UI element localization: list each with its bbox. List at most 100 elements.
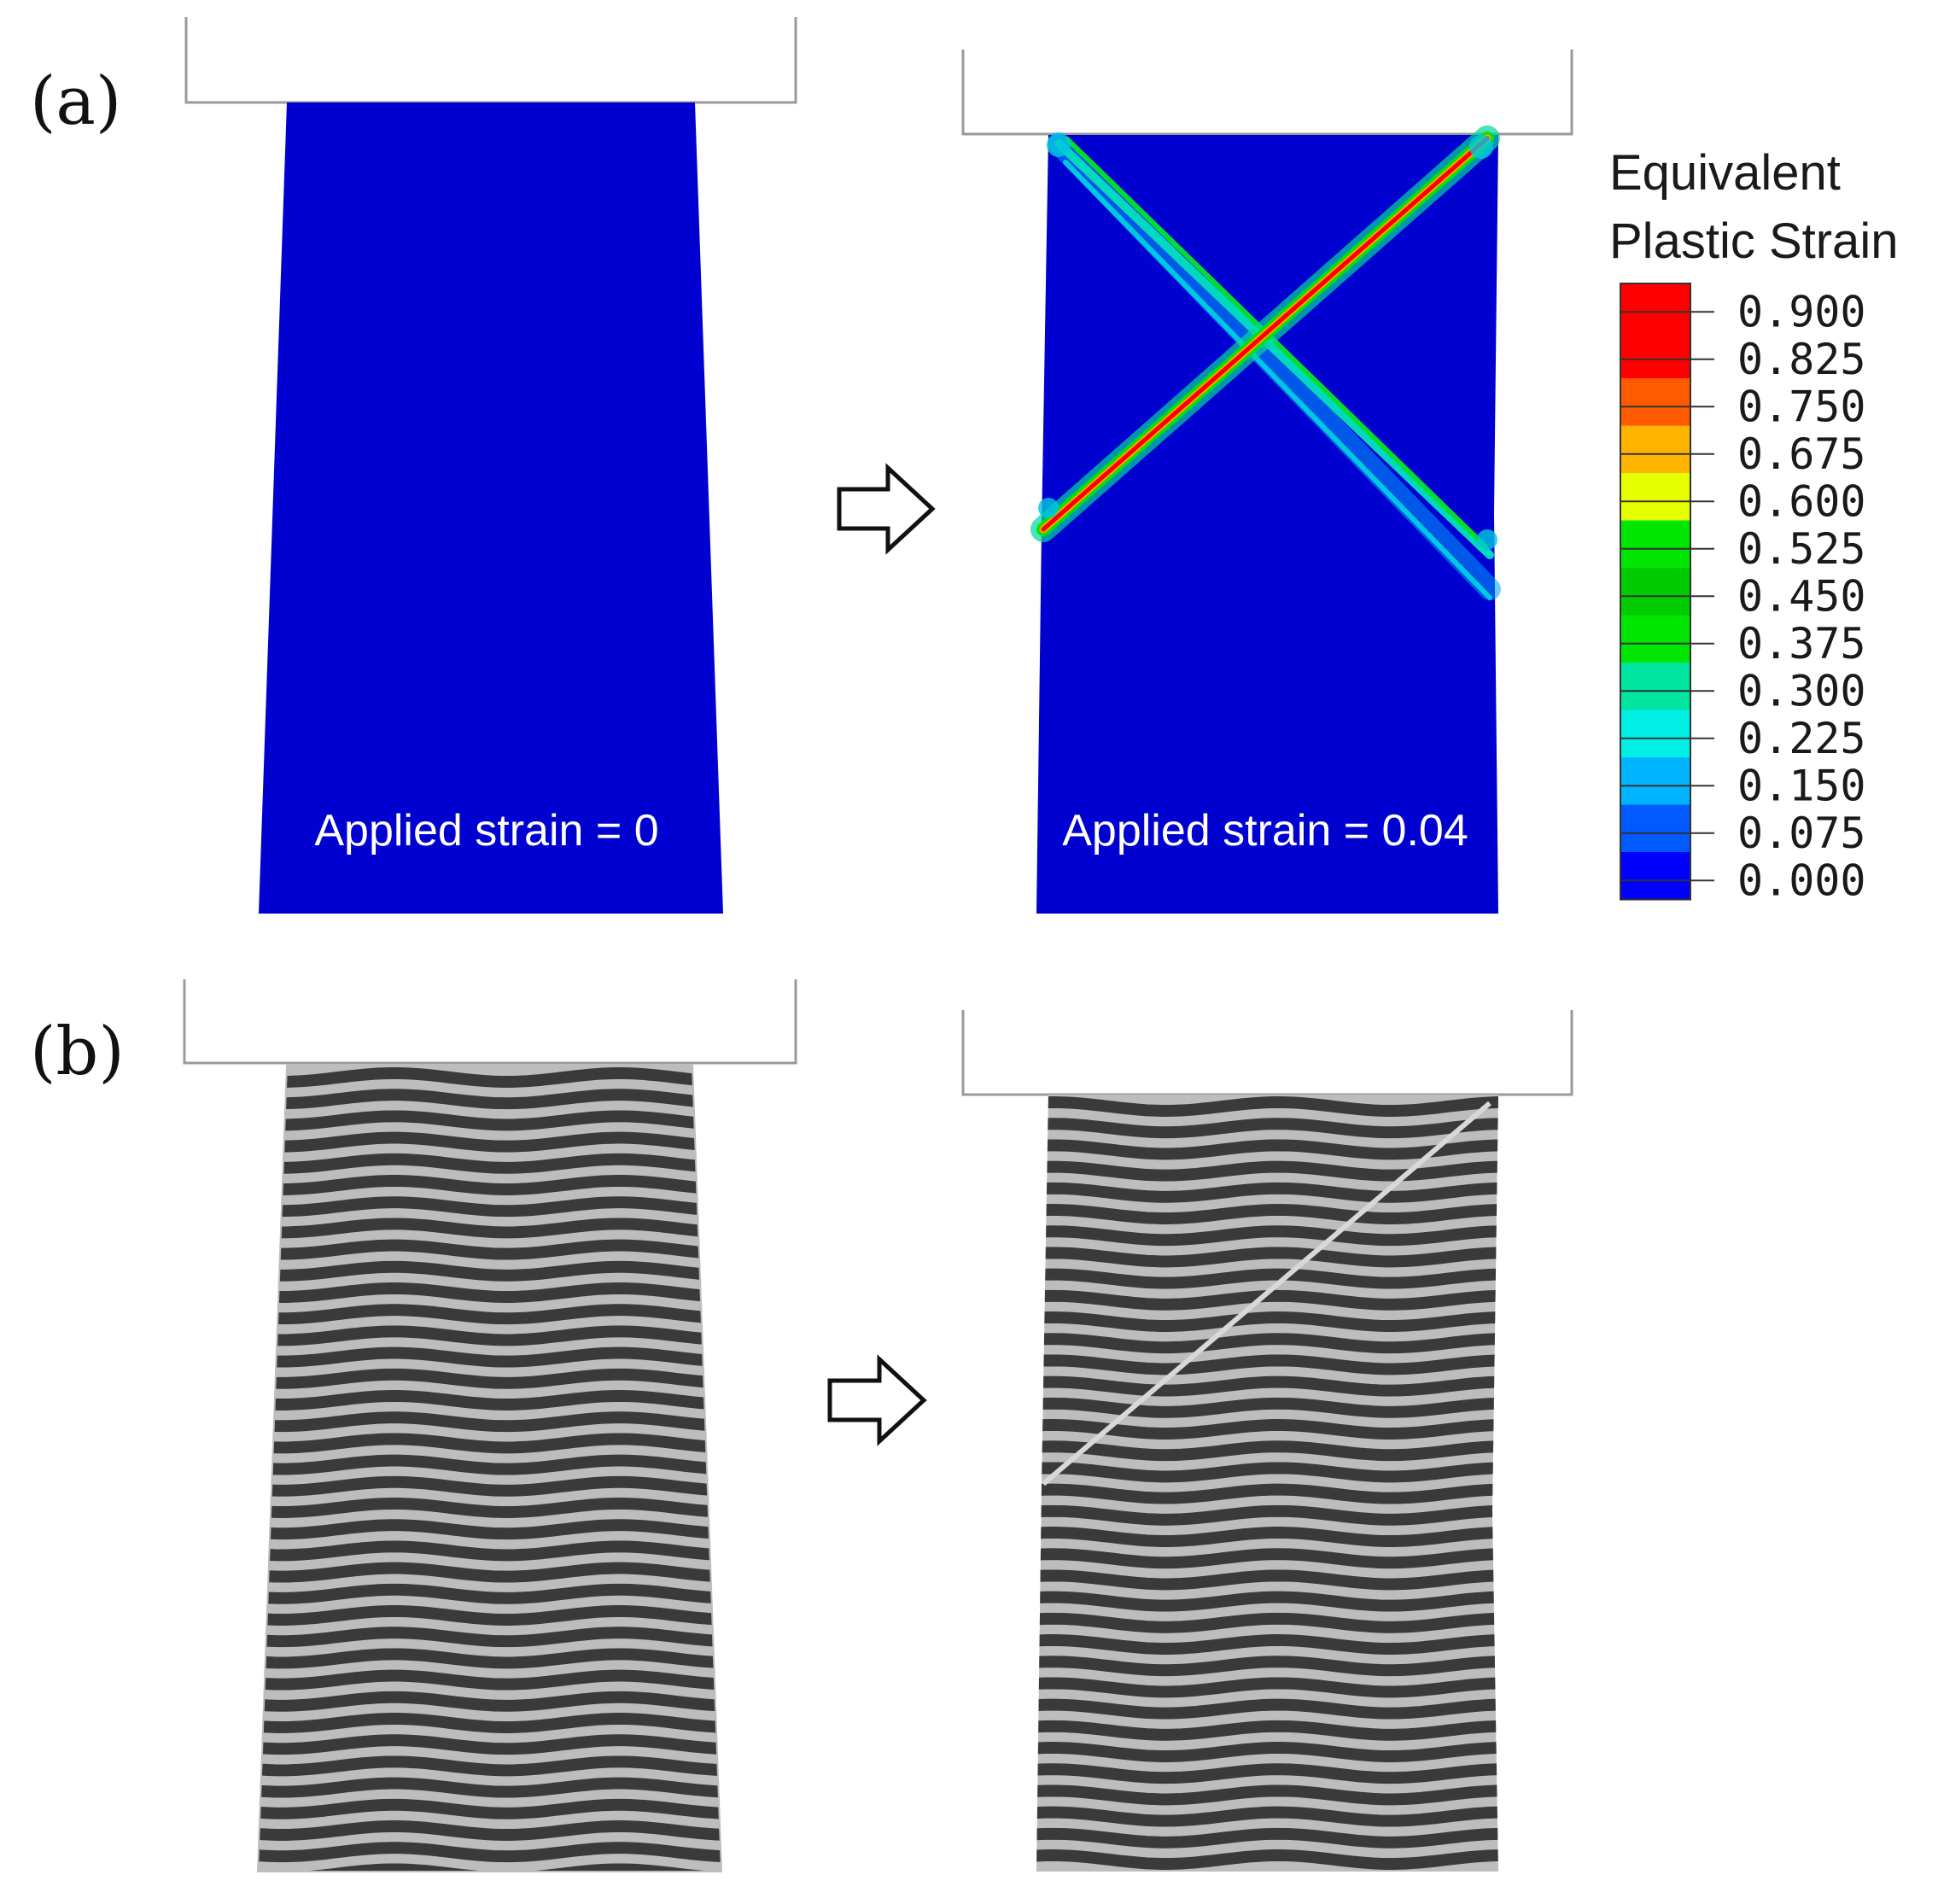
legend-tick-label: 0.000 [1737,856,1866,905]
lamella-stripe [258,1648,721,1669]
lamella-stripe [1036,1548,1498,1569]
lamella-stripe [258,1777,721,1798]
lamella-stripe [258,1498,721,1518]
legend-tick-label: 0.675 [1737,429,1866,479]
lamella-stripe [258,1260,721,1282]
lamella-stripe [1036,1656,1498,1677]
specimen-initial-a [259,102,723,914]
shear-bands [1030,126,1501,600]
lamella-stripe [1036,1247,1498,1268]
lamella-stripe [258,1110,721,1131]
legend-tick-label: 0.450 [1737,571,1866,621]
legend-swatch [1620,852,1690,900]
legend-tick-labels: 0.9000.8250.7500.6750.6000.5250.4500.375… [1620,287,1866,905]
caption-applied-strain-0: Applied strain = 0 [314,806,658,856]
lamella-stripe [258,1627,721,1648]
lamella-stripe [1036,1720,1498,1741]
lamella-stripe [1036,1483,1498,1504]
legend-tick-label: 0.750 [1737,382,1866,431]
lamella-stripe [258,1755,721,1777]
lamella-stripe [1036,1806,1498,1827]
lamella-stripe [258,1175,721,1195]
lamella-stripe [1036,1225,1498,1247]
lamella-stripe [258,1798,721,1819]
fixture-top-left-a [184,17,797,104]
lamella-stripe [1036,1354,1498,1375]
lamella-stripe [258,1218,721,1239]
legend-tick-label: 0.150 [1737,761,1866,810]
lamella-stripe [258,1454,721,1475]
legend-tick-label: 0.600 [1737,476,1866,526]
legend-swatch [1620,568,1690,616]
lamella-stripe [258,1411,721,1433]
legend-color-bar [1620,283,1691,901]
legend-tick-label: 0.825 [1737,335,1866,384]
specimen-deformed-a [1036,135,1498,914]
lamella-stripe [1036,1849,1498,1870]
lamella-stripe [1036,1504,1498,1526]
lamella-stripe [258,1669,721,1691]
lamella-stripe [1036,1763,1498,1784]
lamella-stripe [1036,1827,1498,1849]
lamella-stripe [258,1346,721,1368]
lamellar-specimen-deformed [1036,1095,1498,1872]
lamella-stripe [258,1605,721,1626]
lamella-stripe [258,1196,721,1218]
lamella-stripe [258,1519,721,1540]
legend-swatch [1620,757,1690,805]
lamella-stripe [1036,1784,1498,1806]
legend-swatch [1620,425,1690,473]
lamella-stripe [258,1433,721,1454]
lamella-stripe [1036,1742,1498,1762]
lamella-stripe [258,1131,721,1153]
panel-a-label: (a) [30,63,121,140]
legend-tick-label: 0.075 [1737,809,1866,858]
lamella-stripe [258,1540,721,1562]
legend-tick-label: 0.900 [1737,287,1866,336]
lamella-stripe [258,1282,721,1303]
legend-title-line2: Plastic Strain [1609,213,1898,269]
lamellar-specimen-initial [258,1065,721,1872]
lamella-stripe [1036,1397,1498,1418]
legend-swatch [1620,663,1690,710]
lamella-stripe [258,1390,721,1410]
panel-b-label: (b) [30,1013,125,1090]
lamella-stripe [1036,1569,1498,1591]
lamella-stripe [1036,1677,1498,1698]
lamella-stripe [258,1239,721,1260]
legend-swatch [1620,378,1690,426]
lamella-stripe [258,1691,721,1712]
fixture-top-right-b [961,1010,1573,1096]
lamella-stripe [1036,1591,1498,1612]
legend-swatch [1620,710,1690,757]
lamella-stripe [1036,1204,1498,1224]
arrow-right-icon [837,463,936,555]
lamella-stripe [258,1368,721,1389]
lamella-stripe [258,1067,721,1088]
lamella-stripe [258,1820,721,1841]
lamella-stripe [1036,1118,1498,1139]
lamella-stripe [258,1153,721,1174]
lamella-stripe [1036,1160,1498,1182]
lamella-stripe [1036,1375,1498,1397]
caption-applied-strain-004: Applied strain = 0.04 [1062,806,1468,856]
lamella-stripe [1036,1182,1498,1203]
lamella-stripe [1036,1440,1498,1462]
legend-tick-label: 0.525 [1737,524,1866,574]
lamella-stripe [258,1304,721,1325]
fixture-top-left-b [183,979,797,1065]
legend-swatch [1620,283,1690,331]
lamella-stripe [258,1475,721,1497]
arrow-right-icon [827,1354,927,1446]
lamella-stripe [258,1089,721,1110]
lamella-stripe [1036,1634,1498,1655]
legend-swatch [1620,615,1690,663]
lamella-stripe [1036,1612,1498,1633]
lamella-stripe [1036,1333,1498,1354]
lamella-stripe [1036,1698,1498,1720]
legend-tick-label: 0.300 [1737,666,1866,715]
lamella-stripe [1036,1096,1498,1117]
legend-swatch [1620,473,1690,521]
lamella-stripe [1036,1311,1498,1332]
lamella-stripe [258,1562,721,1583]
